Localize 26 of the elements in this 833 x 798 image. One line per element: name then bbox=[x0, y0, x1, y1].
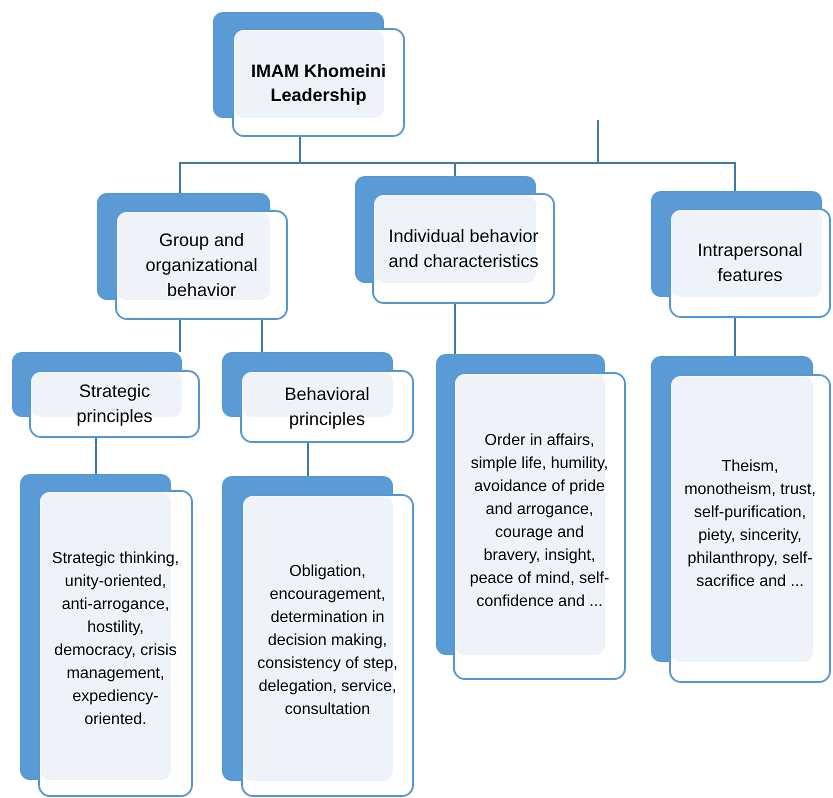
stacked-card bbox=[355, 176, 555, 304]
stacked-card bbox=[222, 476, 414, 797]
stacked-card bbox=[651, 191, 831, 318]
node-text: Intrapersonal features bbox=[696, 239, 804, 287]
connector-line bbox=[454, 304, 456, 354]
stacked-card bbox=[651, 356, 831, 683]
node-text: Behavioral principles bbox=[283, 382, 371, 431]
node-text: Group and organizational behavior bbox=[144, 228, 259, 302]
connector-line bbox=[179, 320, 181, 352]
node-text: Strategic principles bbox=[75, 380, 154, 428]
node-text: IMAM Khomeini Leadership bbox=[250, 60, 387, 106]
connector-line bbox=[734, 318, 736, 356]
stacked-card bbox=[97, 193, 288, 320]
stacked-card bbox=[222, 352, 414, 443]
stacked-card bbox=[20, 474, 193, 797]
connector-line bbox=[307, 443, 309, 476]
node-text: Obligation, encouragement, determination in decision making, consistency of step, delegation, service, consultation bbox=[256, 562, 399, 720]
stacked-card bbox=[436, 354, 626, 680]
node-text: Theism, monotheism, trust, self-purification, piety, sincerity, philanthropy, self-sacrifice and ... bbox=[683, 456, 817, 592]
node-text: Order in affairs, simple life, humility, avoidance of pride and arrogance, courage and bravery, insight, peace of mind, self-confidence and ... bbox=[468, 431, 610, 612]
node-text: Strategic thinking, unity-oriented, anti-arrogance, hostility, democracy, crisis management, expediency-oriented. bbox=[50, 548, 180, 730]
connector-line bbox=[95, 438, 97, 474]
stacked-card bbox=[213, 12, 405, 137]
stacked-card bbox=[12, 352, 200, 438]
node-text: Individual behavior and characteristics bbox=[387, 224, 540, 272]
connector-line bbox=[261, 320, 263, 352]
